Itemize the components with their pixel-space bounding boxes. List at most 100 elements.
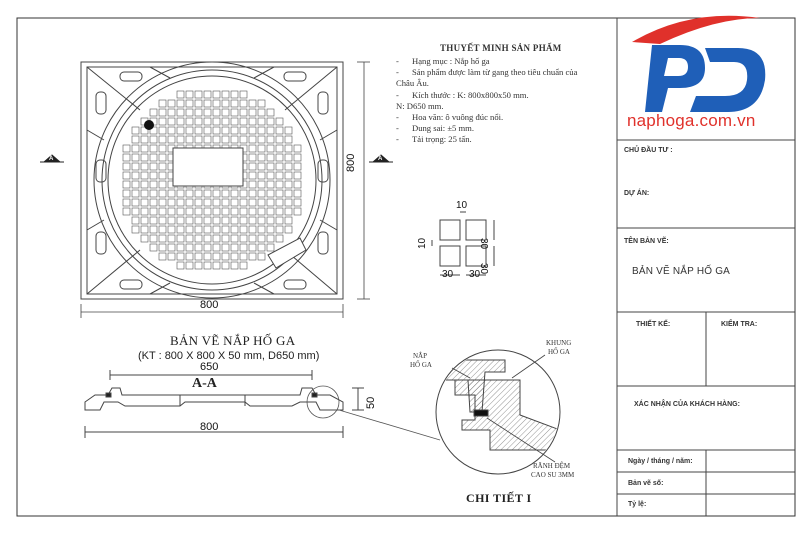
waffle-cell <box>248 126 257 135</box>
spec-line: Châu Âu. <box>396 78 611 89</box>
waffle-cell <box>230 99 239 108</box>
waffle-cell <box>185 261 194 270</box>
waffle-cell <box>140 162 149 171</box>
spec-line: -Dung sai: ±5 mm. <box>396 123 611 134</box>
waffle-cell <box>239 135 248 144</box>
waffle-cell <box>221 108 230 117</box>
waffle-cell <box>158 198 167 207</box>
waffle-cell <box>185 90 194 99</box>
waffle-cell <box>248 171 257 180</box>
waffle-cell <box>176 234 185 243</box>
waffle-cell <box>149 135 158 144</box>
waffle-cell <box>203 216 212 225</box>
waffle-cell <box>140 144 149 153</box>
waffle-cell <box>131 189 140 198</box>
waffle-cell <box>257 144 266 153</box>
waffle-cell <box>275 171 284 180</box>
gasket-label-line2: CAO SU 3MM <box>531 471 575 479</box>
waffle-cell <box>257 135 266 144</box>
waffle-cell <box>176 117 185 126</box>
waffle-cell <box>212 135 221 144</box>
customer-confirm-label: XÁC NHẬN CỦA KHÁCH HÀNG: <box>634 401 740 408</box>
waffle-cell <box>158 216 167 225</box>
waffle-cell <box>266 171 275 180</box>
waffle-cell <box>149 162 158 171</box>
waffle-cell <box>221 99 230 108</box>
investor-label: CHỦ ĐẦU TƯ : <box>624 147 673 154</box>
waffle-cell <box>203 126 212 135</box>
waffle-cell <box>248 198 257 207</box>
waffle-cell <box>248 225 257 234</box>
waffle-cell <box>257 225 266 234</box>
waffle-cell <box>257 171 266 180</box>
waffle-cell <box>194 90 203 99</box>
waffle-cell <box>194 117 203 126</box>
spec-text: Châu Âu. <box>396 78 429 89</box>
waffle-cell <box>140 180 149 189</box>
waffle-cell <box>293 153 302 162</box>
spec-title: THUYẾT MINH SẢN PHẨM <box>440 43 562 53</box>
waffle-cell <box>140 189 149 198</box>
waffle-cell <box>275 126 284 135</box>
waffle-cell <box>212 234 221 243</box>
waffle-cell <box>230 234 239 243</box>
waffle-cell <box>239 126 248 135</box>
waffle-cell <box>158 252 167 261</box>
waffle-cell <box>293 207 302 216</box>
section-mark-left: A <box>49 156 54 162</box>
waffle-cell <box>293 144 302 153</box>
waffle-cell <box>275 117 284 126</box>
waffle-cell <box>230 126 239 135</box>
waffle-cell <box>257 207 266 216</box>
waffle-cell <box>284 153 293 162</box>
waffle-cell <box>248 252 257 261</box>
waffle-cell <box>266 144 275 153</box>
waffle-cell <box>221 261 230 270</box>
grid-detail-squares <box>431 211 495 276</box>
sheet-border <box>16 17 796 517</box>
spec-bullet: - <box>396 89 399 100</box>
waffle-cell <box>185 216 194 225</box>
waffle-cell <box>122 153 131 162</box>
waffle-cell <box>194 216 203 225</box>
waffle-cell <box>149 180 158 189</box>
spec-bullet: - <box>396 134 399 145</box>
waffle-cell <box>239 99 248 108</box>
section-markers <box>40 154 393 163</box>
waffle-cell <box>284 207 293 216</box>
brand-website[interactable]: naphoga.com.vn <box>627 111 756 130</box>
waffle-cell <box>158 144 167 153</box>
waffle-cell <box>266 225 275 234</box>
waffle-cell <box>248 243 257 252</box>
waffle-cell <box>221 135 230 144</box>
grid-dim-bottom-right: 30 <box>469 269 481 280</box>
waffle-cell <box>140 207 149 216</box>
waffle-cell <box>122 198 131 207</box>
waffle-cell <box>266 117 275 126</box>
waffle-cell <box>140 225 149 234</box>
waffle-cell <box>158 243 167 252</box>
spec-text: Kích thước : K: 800x800x50 mm. <box>412 89 529 100</box>
waffle-cell <box>185 198 194 207</box>
waffle-cell <box>248 180 257 189</box>
waffle-cell <box>203 207 212 216</box>
grid-dim-bottom-left: 30 <box>442 269 454 280</box>
waffle-cell <box>257 252 266 261</box>
waffle-cell <box>239 243 248 252</box>
waffle-cell <box>239 234 248 243</box>
section-name: A-A <box>192 376 217 391</box>
waffle-cell <box>284 225 293 234</box>
waffle-cell <box>194 225 203 234</box>
section-a-a-profile <box>84 370 364 438</box>
spec-text: Tải trọng: 25 tấn. <box>412 134 472 145</box>
waffle-cell <box>167 216 176 225</box>
waffle-cell <box>257 216 266 225</box>
waffle-cell <box>266 108 275 117</box>
logo-letter-p <box>645 45 705 112</box>
waffle-cell <box>212 99 221 108</box>
waffle-cell <box>212 126 221 135</box>
waffle-cell <box>221 189 230 198</box>
waffle-cell <box>203 90 212 99</box>
spec-bullet: - <box>396 111 399 122</box>
